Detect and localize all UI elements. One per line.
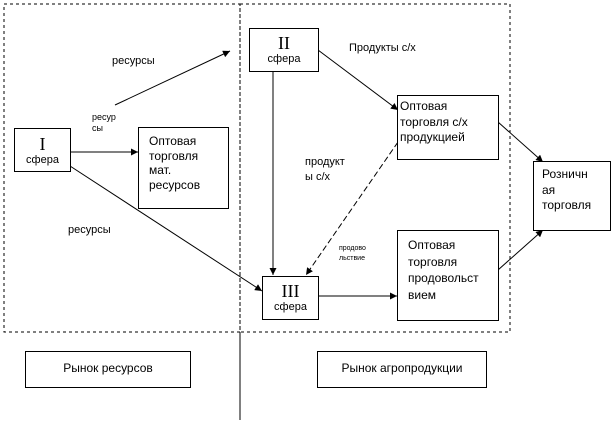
- sphere-3-box: III сфера: [262, 276, 319, 320]
- agri-market-box: Рынок агропродукции: [317, 351, 487, 388]
- wholesale-materials-text: Оптовая торговля мат. ресурсов: [149, 134, 201, 192]
- sphere-3-label: сфера: [274, 301, 307, 313]
- resource-market-box: Рынок ресурсов: [25, 351, 191, 388]
- label-resources-small: ресур сы: [92, 112, 116, 133]
- label-resources-top: ресурсы: [112, 55, 155, 67]
- wholesale-food-box: Оптовая торговля продовольст вием: [397, 230, 499, 321]
- wholesale-agri-text: Оптовая торговля с/х продукцией: [400, 99, 468, 144]
- sphere-3-numeral: III: [281, 281, 300, 301]
- sphere-1-numeral: I: [39, 134, 46, 154]
- retail-text: Розничн ая торговля: [542, 167, 592, 212]
- wholesale-food-text: Оптовая торговля продовольст вием: [408, 238, 479, 302]
- agri-market-label: Рынок агропродукции: [341, 361, 463, 375]
- arrow-wholesale-food-to-retail: [497, 229, 544, 271]
- wholesale-materials-box: Оптовая торговля мат. ресурсов: [138, 127, 229, 209]
- sphere-2-label: сфера: [267, 53, 301, 65]
- resource-market-label: Рынок ресурсов: [63, 361, 153, 375]
- sphere-1-label: сфера: [26, 154, 59, 166]
- label-agri-products: Продукты с/х: [349, 42, 416, 54]
- arrow-resources-to-sphere2: [114, 50, 231, 106]
- arrow-wholesale-agri-to-retail: [497, 121, 544, 163]
- retail-box: Розничн ая торговля: [533, 161, 611, 231]
- sphere-2-box: II сфера: [249, 28, 319, 72]
- arrow-sphere2-to-wholesale-agri: [317, 49, 399, 111]
- sphere-1-box: I сфера: [14, 128, 71, 172]
- sphere-2-numeral: II: [278, 33, 290, 53]
- arrow-sphere1-to-sphere3: [69, 165, 263, 292]
- label-resources-bottom: ресурсы: [68, 224, 111, 236]
- agri-market-region: [239, 3, 511, 333]
- wholesale-agri-box: Оптовая торговля с/х продукцией: [397, 95, 499, 160]
- label-products-mid: продукт ы с/х: [305, 156, 345, 183]
- label-food-small: продово льствие: [339, 245, 366, 262]
